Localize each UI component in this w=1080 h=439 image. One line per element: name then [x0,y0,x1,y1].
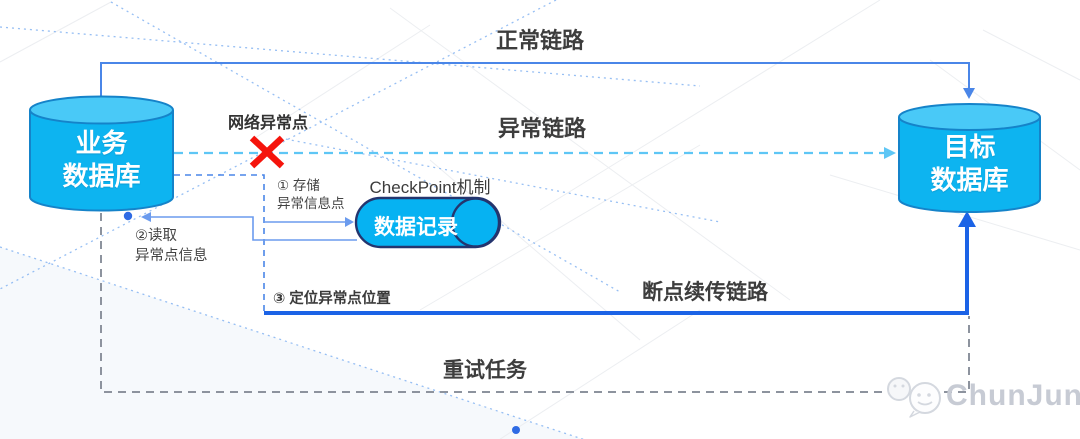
checkpoint-position-dot [123,211,133,221]
target-database-label: 目标 数据库 [930,132,1009,195]
red-x-icon [249,135,285,169]
arrow-up-icon [958,211,976,227]
retry-task-dashed-path [100,213,970,393]
arrow-down-icon [963,88,975,99]
step1-store-label: ① 存储 异常信息点 [277,178,345,211]
step2-read-label: ②读取 异常点信息 [135,228,208,264]
chat-bubbles-icon [887,377,941,418]
resume-link-line [264,224,969,315]
decorative-dot [512,426,520,434]
checkpoint-mechanism-label: CheckPoint机制 [369,178,491,197]
step3-locate-label: ③ 定位异常点位置 [273,291,391,307]
watermark-brand-text: ChunJun [946,379,1080,412]
read-path-line [151,216,357,241]
data-record-label: 数据记录 [374,216,458,239]
arrow-left-icon [141,212,151,222]
source-database-cylinder [29,95,174,212]
arrow-right-icon [345,217,354,227]
retry-task-label: 重试任务 [443,359,527,382]
normal-link-line [100,62,970,96]
abnormal-link-label: 异常链路 [497,116,586,141]
arrow-right-icon [884,147,896,159]
source-database-label: 业务 数据库 [62,128,141,191]
network-error-label: 网络异常点 [227,115,308,132]
data-record-cylinder [354,196,502,249]
resume-link-label: 断点续传链路 [642,281,768,304]
normal-link-label: 正常链路 [495,28,584,53]
checkpoint-dashed-path [174,174,265,311]
target-database-cylinder [898,103,1041,213]
